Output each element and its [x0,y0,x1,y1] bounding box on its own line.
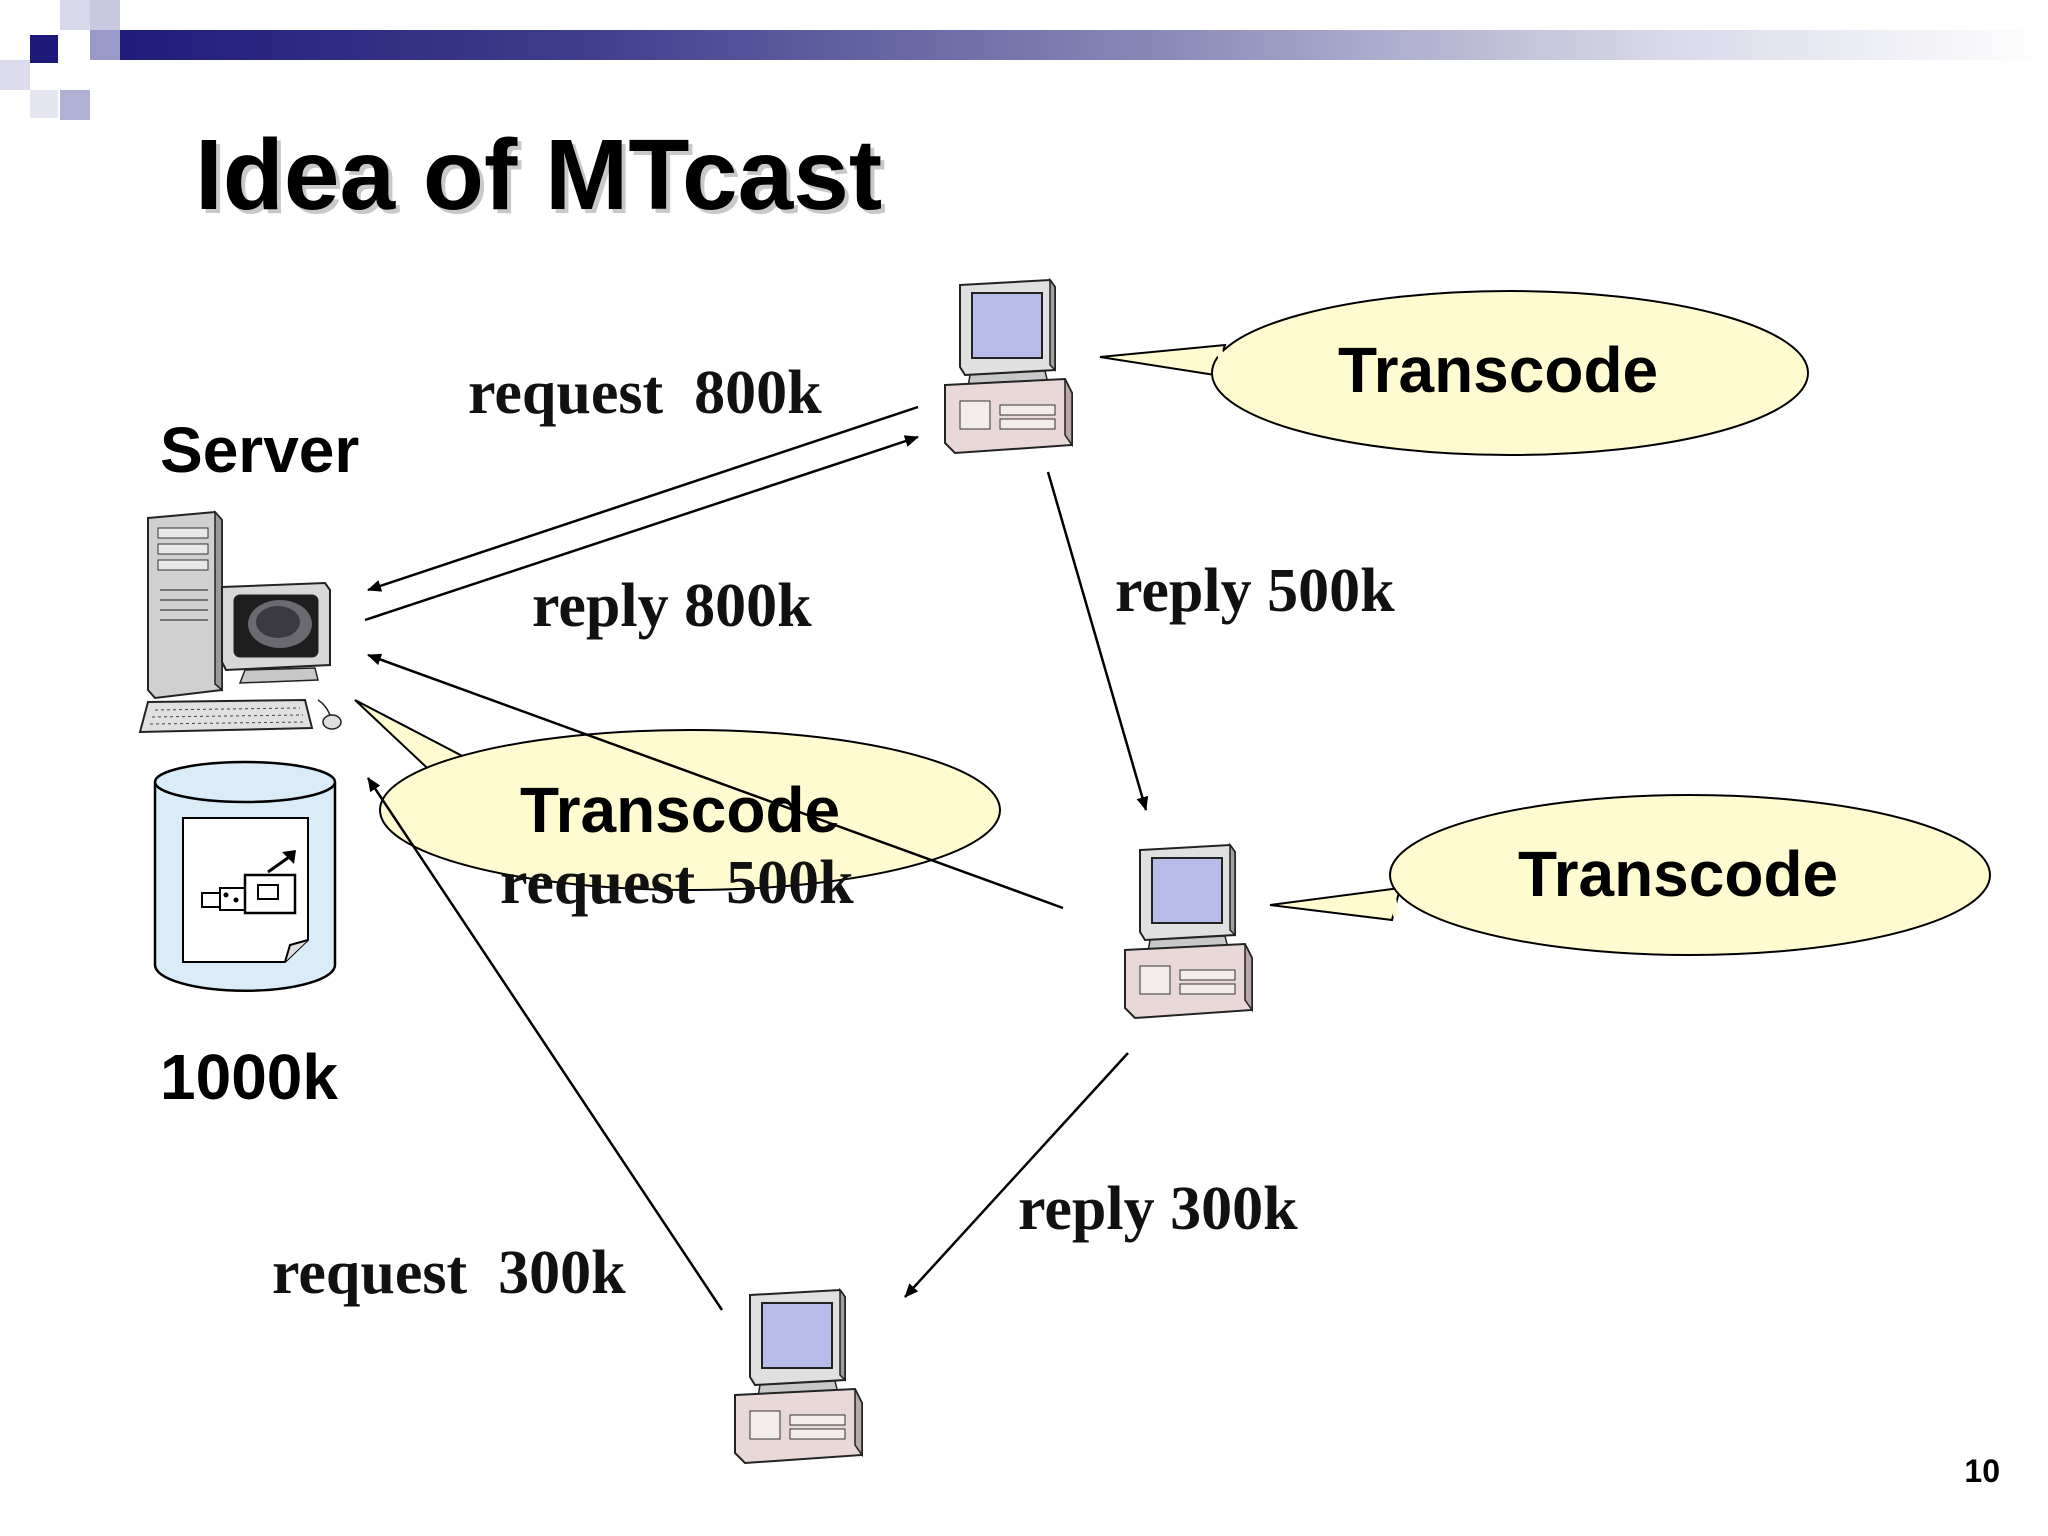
server-label: Server [160,414,360,486]
client-computer-icon [1124,842,1253,1020]
reply-500k-label: reply 500k [1115,557,1395,625]
reply-300k-label: reply 300k [1018,1175,1298,1243]
header-square-light [0,60,30,90]
reply-800k-label: reply 800k [532,572,812,640]
slide-title: Idea of MTcast [195,119,883,231]
page-number: 10 [1964,1453,2000,1489]
request-800k-label: request 800k [468,359,822,427]
arrow-reply-500k [1046,471,1149,811]
header-square-light [90,0,120,30]
bubble-middle-right-text: Transcode [1518,838,1839,910]
client-computer-icon [734,1287,863,1465]
arrow-request-500k [367,653,1064,910]
request-300k-label: request 300k [272,1239,626,1307]
header-square-mid [90,30,120,60]
arrow-reply-300k [904,1052,1129,1298]
server-computer-icon [138,510,342,734]
bubble-server [354,699,1001,891]
header-square-mid [60,90,90,120]
header-gradient-bar [90,30,2048,60]
bubble-top-right-text: Transcode [1338,334,1659,406]
bubble-top-right [1099,290,1809,456]
client-computer-icon [944,277,1073,455]
bubble-middle-right [1269,794,1991,956]
video-database-icon [153,760,337,992]
arrow-reply-800k [364,435,919,622]
arrow-request-300k [366,777,724,1311]
header-square-dark [30,35,58,63]
storage-size-label: 1000k [160,1041,338,1113]
request-500k-label: request 500k [500,849,854,917]
header-square-light [60,0,90,30]
bubble-server-text: Transcode [520,774,841,846]
arrow-request-800k [367,405,919,592]
header-square-light [30,90,58,118]
